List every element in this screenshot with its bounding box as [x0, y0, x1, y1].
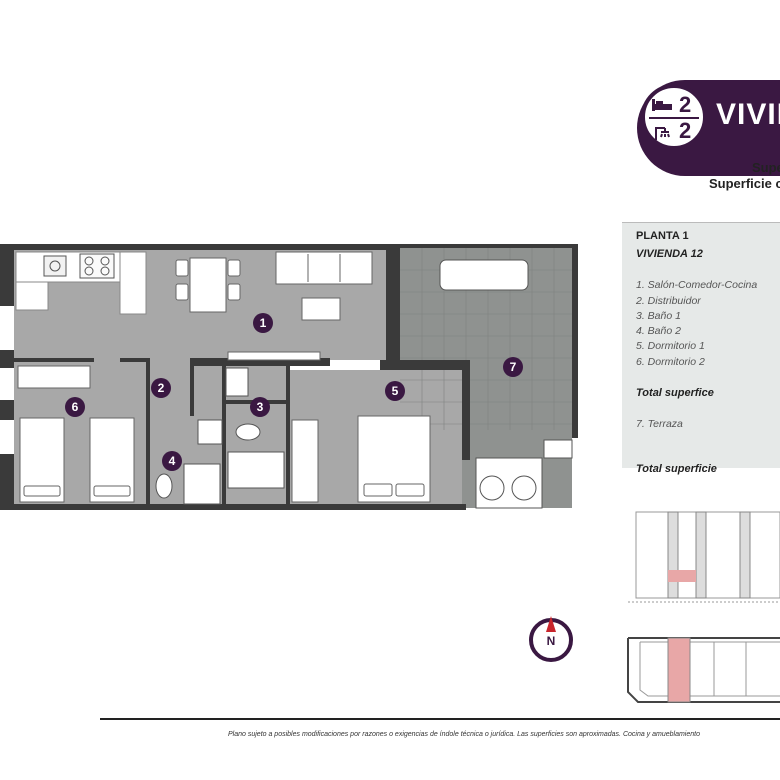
legend-room-4: 4. Baño 2	[636, 325, 681, 337]
water-heater	[543, 439, 573, 459]
tv-unit	[227, 351, 321, 361]
cooktop	[79, 253, 115, 279]
sink-bowl	[49, 260, 61, 272]
badge-divider	[649, 117, 699, 119]
coffee-table	[301, 297, 341, 321]
room-label-4: 4	[162, 451, 182, 471]
legend-room-1: 1. Salón-Comedor-Cocina	[636, 279, 758, 291]
bathrooms-count: 2	[679, 118, 692, 143]
room-label-6: 6	[65, 397, 85, 417]
sink-icon	[197, 419, 223, 445]
floor-plan	[0, 244, 578, 510]
wardrobe	[17, 365, 91, 389]
legend-room-5: 5. Dormitorio 1	[636, 340, 705, 352]
superficie-label-1: Supe	[752, 160, 780, 175]
room-label-7: 7	[503, 357, 523, 377]
table-icon	[189, 257, 227, 313]
legend-terrace: 7. Terraza	[636, 418, 683, 430]
legend-vivienda: VIVIENDA 12	[636, 248, 703, 260]
bathtub	[227, 451, 285, 489]
table-icon	[439, 259, 529, 291]
chair	[175, 259, 189, 277]
building-elevation	[628, 511, 780, 603]
bed-icon	[652, 99, 672, 111]
room-label-3: 3	[250, 397, 270, 417]
washer	[479, 475, 505, 501]
shower-icon	[655, 127, 670, 140]
footer-rule	[100, 718, 780, 720]
chair	[227, 259, 241, 277]
shower-tray	[183, 463, 221, 505]
wardrobe	[291, 419, 319, 503]
unit-highlight	[668, 570, 696, 582]
superficie-label-2: Superficie co	[709, 176, 780, 191]
sink-icon	[225, 367, 249, 397]
room-label-1: 1	[253, 313, 273, 333]
toilet-icon	[155, 473, 173, 499]
pillow	[23, 485, 61, 497]
dwelling-title: VIVIE	[716, 98, 780, 131]
room-label-2: 2	[151, 378, 171, 398]
chair	[227, 283, 241, 301]
legend-room-2: 2. Distribuidor	[636, 295, 701, 307]
legend-planta: PLANTA 1	[636, 230, 689, 242]
laundry-area	[475, 457, 543, 509]
sofa-icon	[275, 251, 373, 285]
compass-icon: N	[529, 616, 573, 662]
unit-highlight	[667, 637, 691, 703]
toilet-icon	[235, 423, 261, 441]
sink-icon	[43, 255, 67, 277]
legend-room-3: 3. Baño 1	[636, 310, 681, 322]
kitchen-island	[119, 251, 147, 315]
compass-label: N	[547, 634, 556, 648]
badge-circle: 2 2	[641, 84, 707, 150]
chair	[175, 283, 189, 301]
burner	[100, 256, 110, 266]
pillow	[363, 483, 393, 497]
site-key-plan	[627, 637, 780, 703]
room-label-5: 5	[385, 381, 405, 401]
legend-panel	[622, 222, 780, 468]
bedrooms-count: 2	[679, 92, 692, 117]
walls	[0, 244, 578, 510]
burner	[84, 256, 94, 266]
pillow	[395, 483, 425, 497]
sink-icon	[511, 475, 537, 501]
burner	[84, 266, 94, 276]
pillow	[93, 485, 131, 497]
legend-total-2: Total superficie	[636, 463, 717, 475]
disclaimer-text: Plano sujeto a posibles modificaciones p…	[228, 731, 700, 738]
burner	[100, 266, 110, 276]
fridge	[15, 281, 49, 311]
legend-room-6: 6. Dormitorio 2	[636, 356, 705, 368]
legend-total-1: Total superfice	[636, 387, 714, 399]
legend-top-rule	[622, 222, 780, 223]
